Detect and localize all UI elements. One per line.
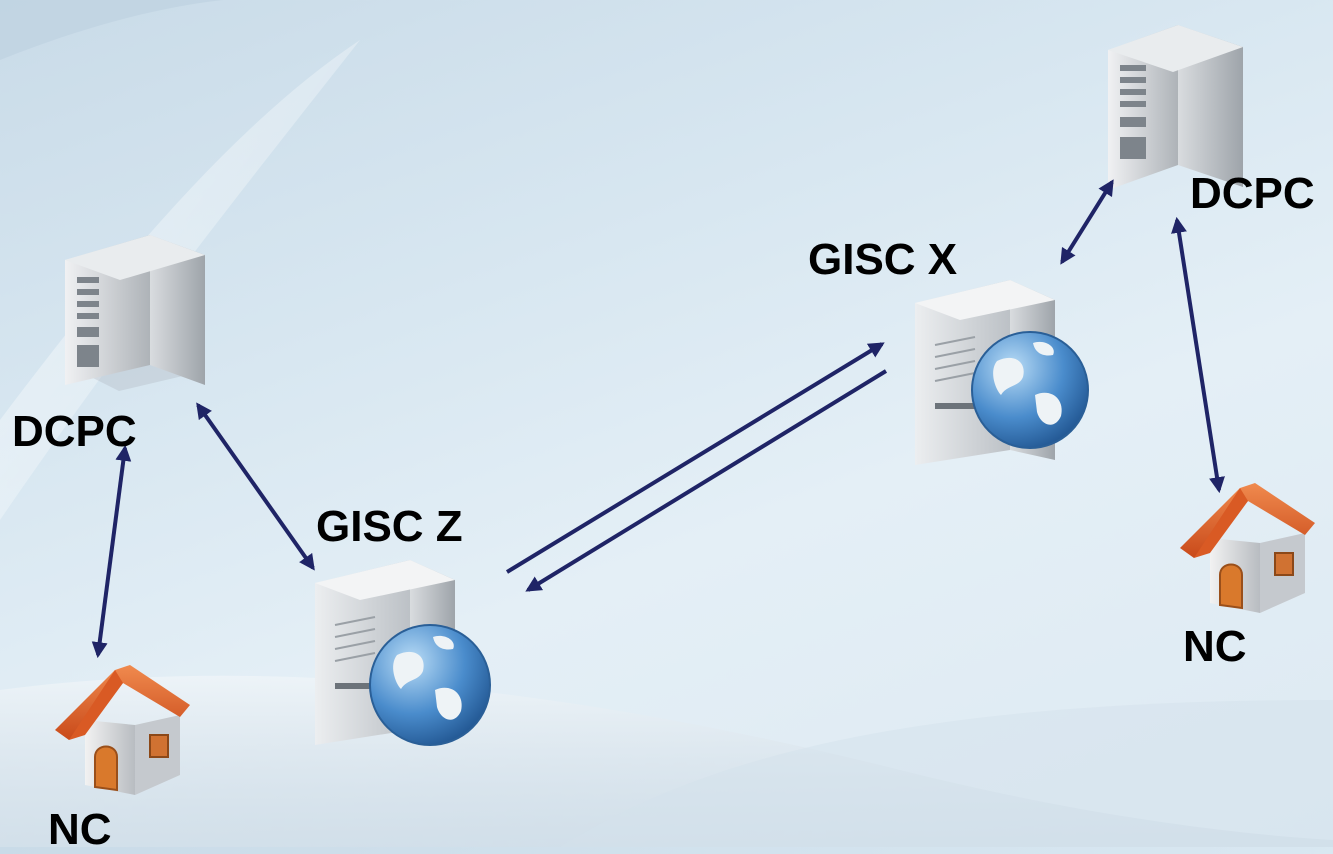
gisc-z-label: GISC Z: [316, 502, 463, 551]
arrow-dcpc-left-gisc-z: [196, 402, 315, 571]
dcpc-left-server-icon: [65, 235, 205, 391]
dcpc-left-label: DCPC: [12, 407, 137, 456]
dcpc-right-server-icon: [1108, 25, 1243, 190]
arrow-dcpc-left-nc-left: [91, 444, 132, 659]
nc-left-house-icon: [55, 665, 190, 795]
gisc-z-server-icon: [315, 560, 491, 746]
gisc-x-label: GISC X: [808, 235, 958, 284]
dcpc-right-label: DCPC: [1190, 169, 1315, 218]
arrow-dcpc-right-nc-right: [1171, 216, 1225, 494]
nc-left-label: NC: [48, 805, 112, 854]
nc-right-label: NC: [1183, 622, 1247, 671]
arrow-gisc-x-dcpc-right: [1060, 179, 1114, 265]
arrow-gisc-z-to-gisc-x: [505, 342, 885, 574]
arrow-gisc-x-to-gisc-z: [525, 369, 888, 592]
nc-right-house-icon: [1180, 483, 1315, 613]
gisc-x-server-icon: [915, 280, 1089, 465]
